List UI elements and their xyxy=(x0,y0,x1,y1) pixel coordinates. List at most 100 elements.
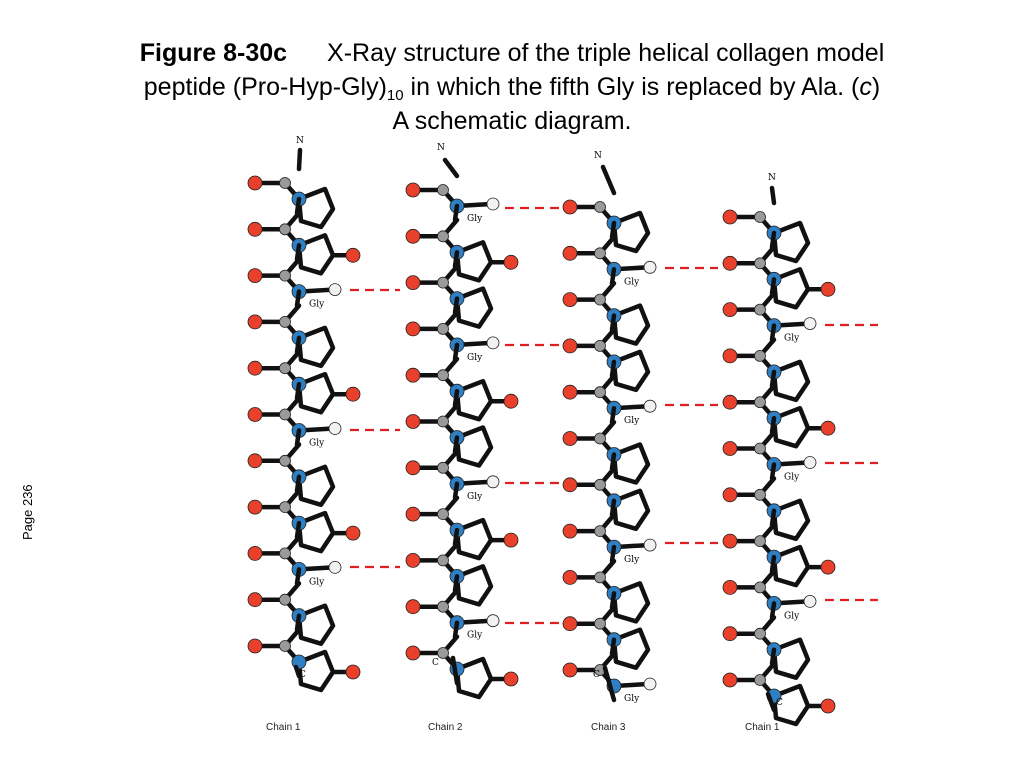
gly-label: Gly xyxy=(467,353,483,363)
carbon-atom xyxy=(754,674,766,686)
oxygen-atom xyxy=(247,407,263,422)
carbon-atom xyxy=(437,415,449,428)
oxygen-atom xyxy=(562,570,578,585)
oxygen-atom xyxy=(405,414,421,429)
backbone-bond xyxy=(452,296,460,315)
hydrogen-atom xyxy=(486,614,500,628)
backbone-bond xyxy=(769,462,777,481)
oxygen-atom xyxy=(405,228,421,244)
gly-label: Gly xyxy=(467,214,483,224)
oxygen-atom xyxy=(247,592,263,608)
pyrrolidine-ring xyxy=(771,359,811,403)
carbon-atom xyxy=(754,442,766,455)
backbone-bond xyxy=(452,527,460,547)
pyrrolidine-ring xyxy=(771,498,811,542)
oxygen-atom xyxy=(405,599,421,615)
hydrogen-atom xyxy=(486,336,500,350)
pyrrolidine-ring xyxy=(296,186,336,230)
backbone-bond xyxy=(452,481,460,501)
n-terminus-bond xyxy=(442,157,460,179)
pyrrolidine-ring xyxy=(771,267,811,310)
oxygen-atom xyxy=(562,245,578,261)
carbon-atom xyxy=(279,177,291,189)
n-terminus-label: N xyxy=(296,136,304,146)
chain-name-label: Chain 3 xyxy=(591,722,626,733)
pyrrolidine-ring xyxy=(771,405,811,449)
carbon-atom xyxy=(754,349,766,362)
pyrrolidine-ring xyxy=(296,510,336,554)
pyrrolidine-ring xyxy=(454,517,494,561)
backbone-bond xyxy=(609,544,617,564)
backbone-bond xyxy=(609,220,617,240)
carbon-atom xyxy=(594,617,606,630)
backbone-bond xyxy=(609,359,617,379)
pyrrolidine-ring xyxy=(454,564,494,607)
pyrrolidine-ring xyxy=(454,378,494,422)
pyrrolidine-ring xyxy=(771,637,811,680)
hydroxyl-oxygen-atom xyxy=(820,281,836,297)
backbone-bond xyxy=(294,289,302,308)
backbone-bond xyxy=(294,428,302,447)
backbone-bond xyxy=(452,574,460,593)
oxygen-atom xyxy=(722,672,738,688)
hydrogen-bonds-group xyxy=(350,206,878,625)
gly-label: Gly xyxy=(467,631,483,641)
oxygen-atom xyxy=(405,367,421,383)
hydroxyl-oxygen-atom xyxy=(345,247,361,263)
gly-label: Gly xyxy=(784,611,800,621)
oxygen-atom xyxy=(247,268,263,284)
oxygen-atom xyxy=(405,506,421,522)
backbone-bond xyxy=(769,230,777,250)
hydrogen-atom xyxy=(486,197,500,211)
hydroxyl-oxygen-atom xyxy=(503,393,519,409)
carbon-atom xyxy=(754,211,766,223)
carbon-atom xyxy=(754,396,766,409)
n-terminus-label: N xyxy=(437,143,445,153)
carbon-atom xyxy=(754,257,766,270)
oxygen-atom xyxy=(247,314,263,330)
pyrrolidine-ring xyxy=(611,442,651,485)
backbone-bond xyxy=(769,508,777,528)
carbon-atom xyxy=(437,322,449,335)
chain-name-label: Chain 1 xyxy=(745,722,780,733)
gly-label: Gly xyxy=(467,492,483,502)
carbon-atom xyxy=(594,339,606,352)
oxygen-atom xyxy=(247,360,263,376)
oxygen-atom xyxy=(562,431,578,446)
pyrrolidine-ring xyxy=(771,220,811,264)
pyrrolidine-ring xyxy=(771,544,811,588)
carbon-atom xyxy=(437,647,449,659)
c-terminus-label: C xyxy=(593,670,600,680)
oxygen-atom xyxy=(405,460,421,476)
hydroxyl-oxygen-atom xyxy=(345,525,361,541)
backbone-bond xyxy=(294,567,302,586)
figure-label: Figure 8-30c xyxy=(139,39,288,67)
gly-label: Gly xyxy=(624,277,640,287)
carbon-atom xyxy=(279,501,291,514)
carbon-atom xyxy=(279,547,291,560)
backbone-bond xyxy=(294,520,302,540)
carbon-atom xyxy=(279,315,291,328)
caption-italic-letter: c xyxy=(859,73,872,101)
carbon-atom xyxy=(594,525,606,537)
oxygen-atom xyxy=(405,553,421,568)
hydroxyl-oxygen-atom xyxy=(503,254,519,270)
carbon-atom xyxy=(594,478,606,491)
caption-line-3: A schematic diagram. xyxy=(392,107,632,135)
backbone-bond xyxy=(609,313,617,332)
pyrrolidine-ring xyxy=(611,210,651,254)
hydroxyl-oxygen-atom xyxy=(820,420,836,436)
backbone-bond xyxy=(769,601,777,620)
backbone-bond xyxy=(452,203,460,223)
carbon-atom xyxy=(594,386,606,399)
oxygen-atom xyxy=(722,302,738,318)
hydrogen-atom xyxy=(643,677,657,691)
carbon-atom xyxy=(437,184,449,196)
carbon-atom xyxy=(594,247,606,260)
carbon-atom xyxy=(279,223,291,236)
gly-label: Gly xyxy=(309,439,325,449)
hydroxyl-oxygen-atom xyxy=(503,532,519,548)
